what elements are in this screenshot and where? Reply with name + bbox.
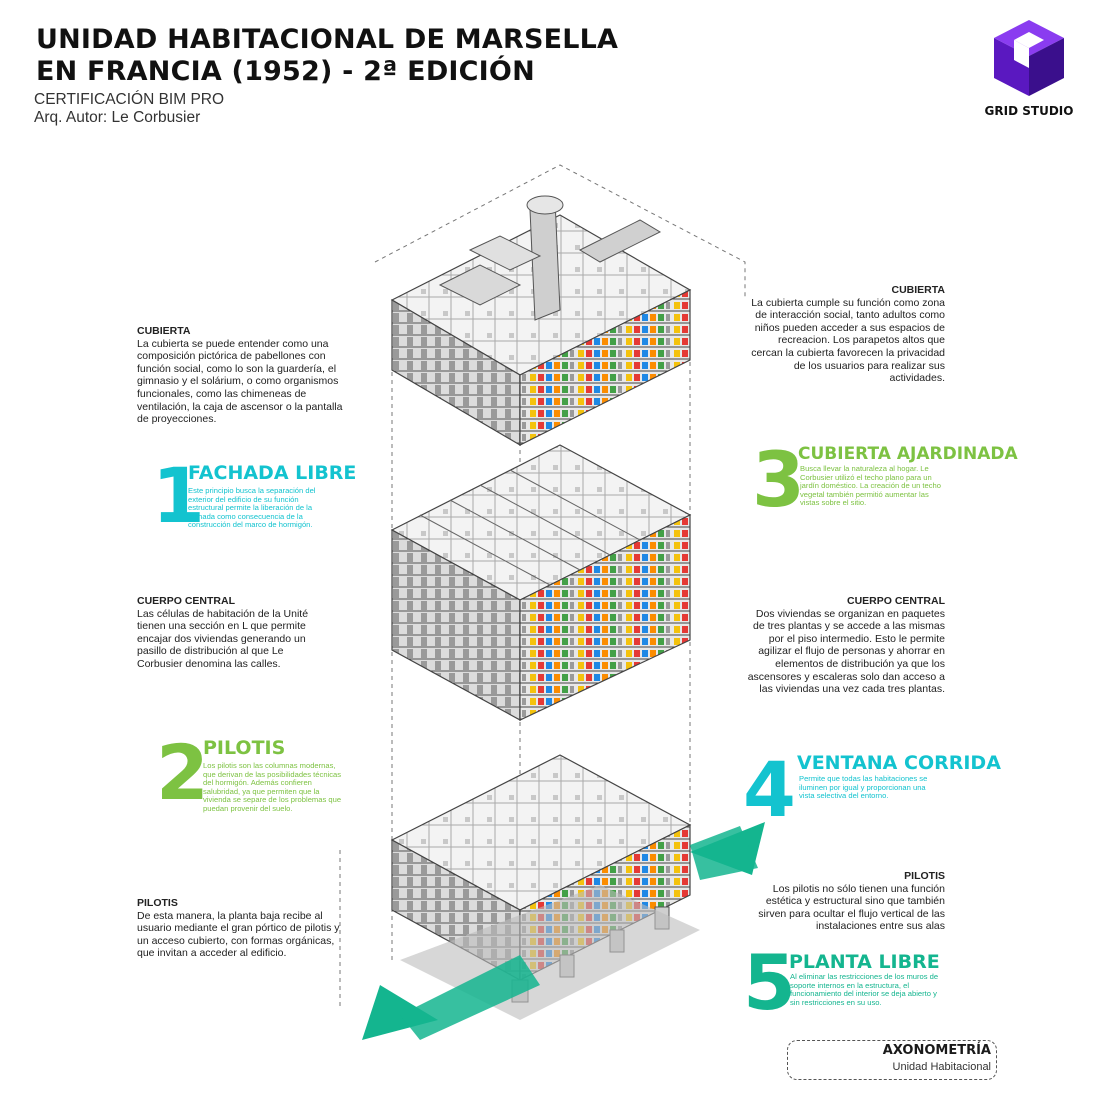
title-line-2: EN FRANCIA (1952) - 2ª EDICIÓN <box>36 56 535 87</box>
note-heading: PILOTIS <box>137 897 178 909</box>
axonometry-label-box <box>787 1040 997 1080</box>
note-cubierta-right: CUBIERTA La cubierta cumple su función c… <box>745 284 945 385</box>
subtitle-line-1: CERTIFICACIÓN BIM PRO <box>34 91 225 108</box>
note-text: La cubierta se puede entender como una c… <box>137 337 343 426</box>
pilotis-block <box>390 754 700 1020</box>
central-block <box>390 444 692 722</box>
note-pilotis-right: PILOTIS Los pilotis no sólo tienen una f… <box>745 870 945 933</box>
note-text: La cubierta cumple su función como zona … <box>751 296 945 385</box>
principle-number: 5 <box>743 938 796 1027</box>
note-heading: CUBIERTA <box>137 325 191 337</box>
note-text: De esta manera, la planta baja recibe al… <box>137 909 340 960</box>
note-heading: CUBIERTA <box>891 284 945 296</box>
note-heading: CUERPO CENTRAL <box>846 595 945 607</box>
note-pilotis-left: PILOTIS De esta manera, la planta baja r… <box>137 897 342 960</box>
principle-number: 1 <box>152 451 205 540</box>
principle-title: PLANTA LIBRE <box>789 951 940 973</box>
brand-name: GRID STUDIO <box>984 104 1074 118</box>
principle-text: Busca llevar la naturaleza al hogar. Le … <box>800 464 941 508</box>
principle-title: FACHADA LIBRE <box>188 462 357 484</box>
note-heading: PILOTIS <box>904 870 945 882</box>
title-line-1: UNIDAD HABITACIONAL DE MARSELLA <box>36 24 619 55</box>
principle-text: Los pilotis son las columnas modernas, q… <box>203 761 342 813</box>
roof-block <box>390 195 692 447</box>
subtitle-line-2: Arq. Autor: Le Corbusier <box>34 109 201 126</box>
note-cuerpo-left: CUERPO CENTRAL Las células de habitación… <box>137 595 322 671</box>
note-cubierta-left: CUBIERTA La cubierta se puede entender c… <box>137 325 347 426</box>
note-text: Las células de habitación de la Unité ti… <box>137 607 309 670</box>
page-title: UNIDAD HABITACIONAL DE MARSELLA EN FRANC… <box>36 24 618 88</box>
principle-number: 3 <box>752 435 805 524</box>
principle-number: 4 <box>743 745 796 834</box>
note-heading: CUERPO CENTRAL <box>137 595 236 607</box>
note-text: Dos viviendas se organizan en paquetes d… <box>747 607 945 696</box>
planta-libre-arrows <box>362 822 765 1040</box>
note-cuerpo-right: CUERPO CENTRAL Dos viviendas se organiza… <box>745 595 945 696</box>
page-subtitle: CERTIFICACIÓN BIM PRO Arq. Autor: Le Cor… <box>34 91 224 127</box>
note-text: Los pilotis no sólo tienen una función e… <box>758 882 945 933</box>
principle-number: 2 <box>156 728 209 817</box>
axonometry-subtitle: Unidad Habitacional <box>892 1061 991 1073</box>
axonometry-title: AXONOMETRÍA <box>882 1043 991 1058</box>
grid-studio-logo-icon <box>994 20 1064 96</box>
principle-text: Este principio busca la separación del e… <box>188 486 316 530</box>
principle-title: PILOTIS <box>203 737 286 759</box>
principle-text: Permite que todas las habitaciones se il… <box>799 774 928 801</box>
principle-text: Al eliminar las restricciones de los mur… <box>790 972 939 1007</box>
principle-title: VENTANA CORRIDA <box>797 752 1001 774</box>
principle-title: CUBIERTA AJARDINADA <box>798 444 1018 464</box>
